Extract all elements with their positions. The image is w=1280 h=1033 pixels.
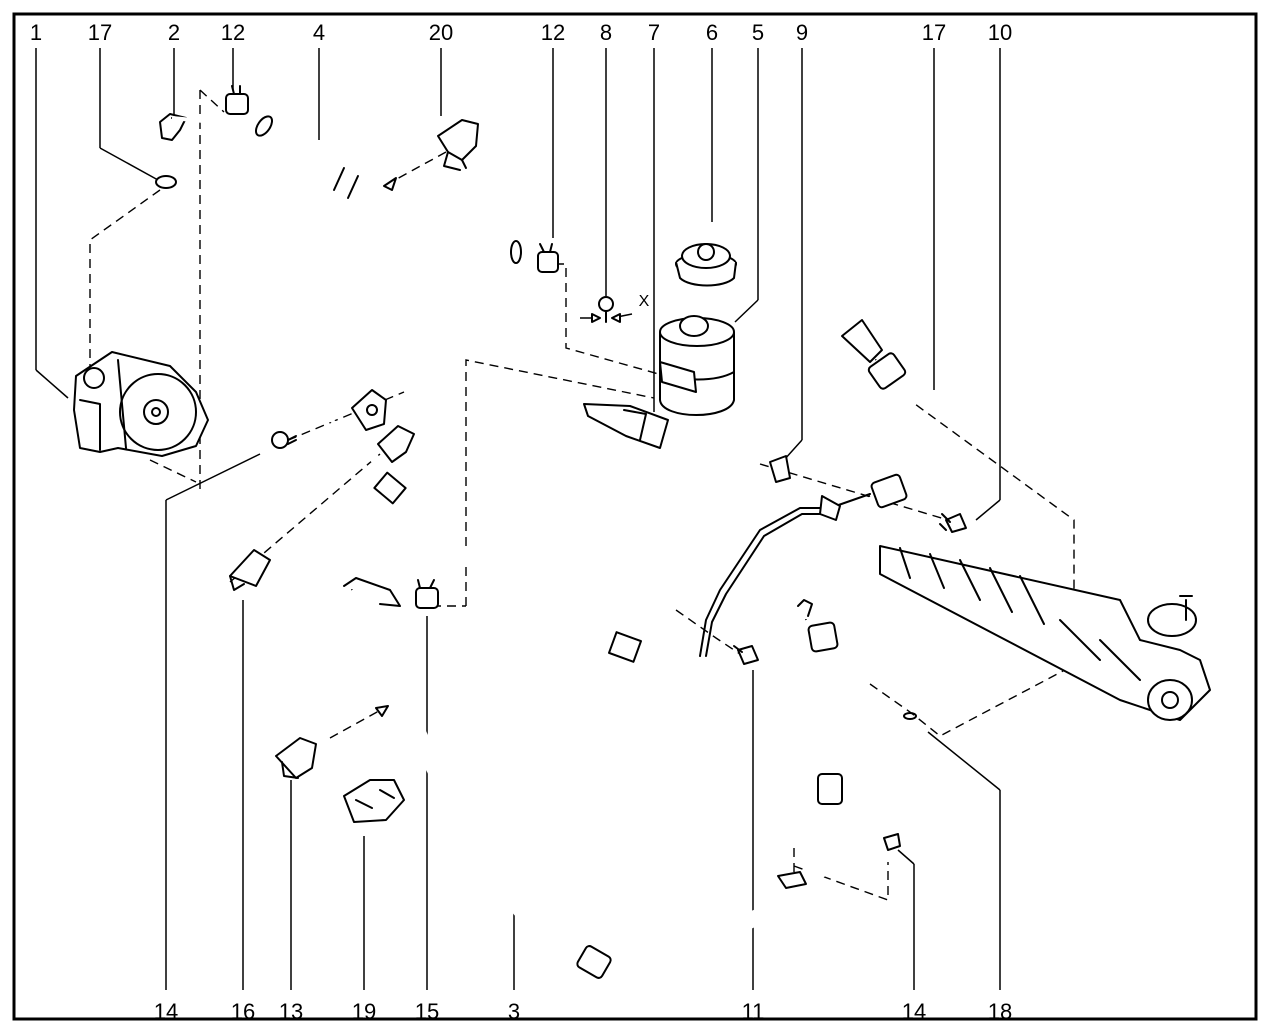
- hose-clamp: [537, 243, 559, 273]
- diagram-frame: [12, 12, 1258, 1021]
- assembly-dashed-lines: [89, 89, 1081, 906]
- callout-label: 5: [752, 20, 764, 45]
- callout-label: 10: [988, 20, 1012, 45]
- callout-label: 13: [279, 999, 303, 1024]
- callout-label: 12: [541, 20, 565, 45]
- fluid-reservoir: [659, 315, 735, 416]
- callout-label: 19: [352, 999, 376, 1024]
- callout-label: 16: [231, 999, 255, 1024]
- hose-clamp-lower: [415, 579, 439, 609]
- return-hose-lower: [343, 577, 843, 981]
- double-hose-clip: [343, 779, 405, 823]
- return-hose-upper: [255, 115, 522, 264]
- callout-label: 6: [706, 20, 718, 45]
- o-ring-seal: [155, 175, 177, 189]
- reservoir-cap: [675, 243, 737, 287]
- callout-label: 11: [742, 999, 765, 1024]
- steering-rack-hose: [819, 319, 921, 521]
- callout-label: 17: [922, 20, 946, 45]
- x-dimension-marker: X: [639, 293, 650, 310]
- reservoir-screw: X: [580, 293, 650, 323]
- callout-label: 2: [168, 20, 180, 45]
- high-pressure-pipe: [159, 113, 831, 663]
- pipe-bolt: [733, 645, 759, 665]
- callout-label: 9: [796, 20, 808, 45]
- reservoir-bracket: [583, 403, 669, 449]
- callout-label: 17: [88, 20, 112, 45]
- callout-label: 12: [221, 20, 245, 45]
- callout-label: 7: [648, 20, 660, 45]
- hose-clip-lower: [275, 705, 389, 779]
- callout-label: 14: [902, 999, 926, 1024]
- steering-rack: [879, 545, 1211, 721]
- bracket-hole: [366, 404, 378, 416]
- mounting-bolt: [939, 513, 967, 533]
- pressure-switch: [229, 549, 271, 591]
- callout-label: 20: [429, 20, 453, 45]
- callout-label: 3: [508, 999, 520, 1024]
- power-steering-pump: [73, 351, 209, 457]
- pipe-clip: [769, 455, 791, 483]
- pressure-switch-body: [377, 425, 415, 463]
- callout-label: 15: [415, 999, 439, 1024]
- bracket-screw: [883, 833, 901, 851]
- hose-clamp: [225, 85, 249, 115]
- banjo-bolt: [271, 431, 297, 449]
- hose-clip: [383, 119, 479, 191]
- callout-label: 8: [600, 20, 612, 45]
- callout-label: 14: [154, 999, 178, 1024]
- leader-lines: [35, 48, 1001, 990]
- rack-o-ring: [903, 712, 917, 720]
- callout-label: 1: [30, 20, 42, 45]
- callout-label: 18: [988, 999, 1012, 1024]
- callout-label: 4: [313, 20, 325, 45]
